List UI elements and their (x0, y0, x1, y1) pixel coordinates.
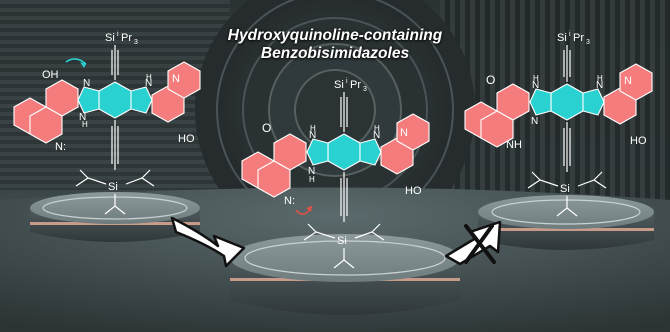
left-proton-arrowhead (80, 62, 86, 68)
right-silyl-top-3: 3 (586, 39, 590, 46)
left-n-quin: N (172, 73, 180, 85)
left-oh: OH (42, 69, 59, 81)
left-alkyne-bottom (111, 120, 119, 170)
left-n1: N (83, 78, 90, 89)
arrow-icon (170, 216, 246, 268)
molecule-left: Si i Pr 3 N N H N H OH N: (13, 31, 201, 215)
left-silyl-top-pr: Pr (121, 32, 132, 44)
right-h2: H (597, 74, 603, 83)
right-n2: N (531, 116, 538, 127)
right-alkyne-bottom (563, 122, 571, 172)
center-tips-arms (303, 223, 385, 269)
right-h1: H (533, 74, 539, 83)
center-n2: N (308, 166, 315, 177)
center-silyl-top-3: 3 (363, 86, 367, 93)
left-h2: H (146, 73, 152, 82)
center-n-dot: N: (284, 195, 295, 207)
left-silyl-bottom: Si (108, 181, 118, 193)
left-n2: N (79, 112, 86, 123)
right-bbi-core (529, 83, 605, 121)
left-ho: HO (178, 133, 195, 145)
right-nh: NH (506, 139, 522, 151)
right-tips-arms (527, 171, 607, 217)
left-bbi-core (77, 81, 153, 119)
right-ho: HO (630, 135, 647, 147)
center-hq-ring-a (241, 133, 307, 198)
center-h3: H (374, 124, 380, 133)
left-silyl-top-3: 3 (134, 39, 138, 46)
left-n-dot: N: (55, 141, 66, 153)
right-silyl-bottom: Si (560, 183, 570, 195)
right-silyl-top-pr: Pr (573, 32, 584, 44)
center-silyl-top-si: Si (334, 79, 344, 91)
left-h1: H (82, 120, 88, 129)
center-alkyne-bottom (340, 172, 348, 222)
right-o: O (486, 73, 495, 87)
center-n3: N (373, 130, 380, 141)
center-bbi-core (306, 133, 382, 171)
center-ho: HO (405, 185, 422, 197)
center-silyl-bottom: Si (337, 235, 347, 247)
molecule-center: Si i Pr 3 N H N H N H O N: (241, 78, 430, 269)
left-silyl-top-sup: i (117, 31, 119, 38)
right-n-quin: N (624, 75, 632, 87)
center-silyl-top-sup: i (346, 78, 348, 85)
center-h2: H (309, 175, 315, 184)
right-hq-ring-b (603, 63, 653, 125)
left-hq-ring-a (13, 79, 79, 144)
center-n-quin: N (400, 127, 408, 139)
right-n1: N (532, 80, 539, 91)
left-proton-arrow (65, 58, 87, 65)
center-h1: H (310, 124, 316, 133)
pedestal-center (230, 234, 460, 315)
center-n1: N (309, 130, 316, 141)
center-hq-ring-b (380, 113, 430, 175)
right-silyl-top-sup: i (569, 31, 571, 38)
pedestal-right (478, 195, 654, 250)
left-n3: N (145, 78, 152, 89)
left-tips-arms (75, 169, 155, 215)
pedestal-left (30, 192, 200, 242)
left-silyl-top-si: Si (105, 32, 115, 44)
right-alkyne-top (563, 45, 571, 82)
right-hq-ring-a (464, 83, 530, 148)
center-proton-arrowhead (306, 206, 312, 212)
center-o: O (262, 121, 271, 135)
right-n3: N (596, 80, 603, 91)
molecule-right: Si i Pr 3 N H N N H O NH N HO (464, 31, 653, 217)
left-hq-ring-b (151, 61, 201, 123)
crossed-arrow-icon (444, 220, 502, 266)
center-alkyne-top (340, 92, 348, 132)
left-alkyne-top (111, 45, 119, 80)
center-silyl-top-pr: Pr (350, 79, 361, 91)
right-silyl-top-si: Si (557, 32, 567, 44)
